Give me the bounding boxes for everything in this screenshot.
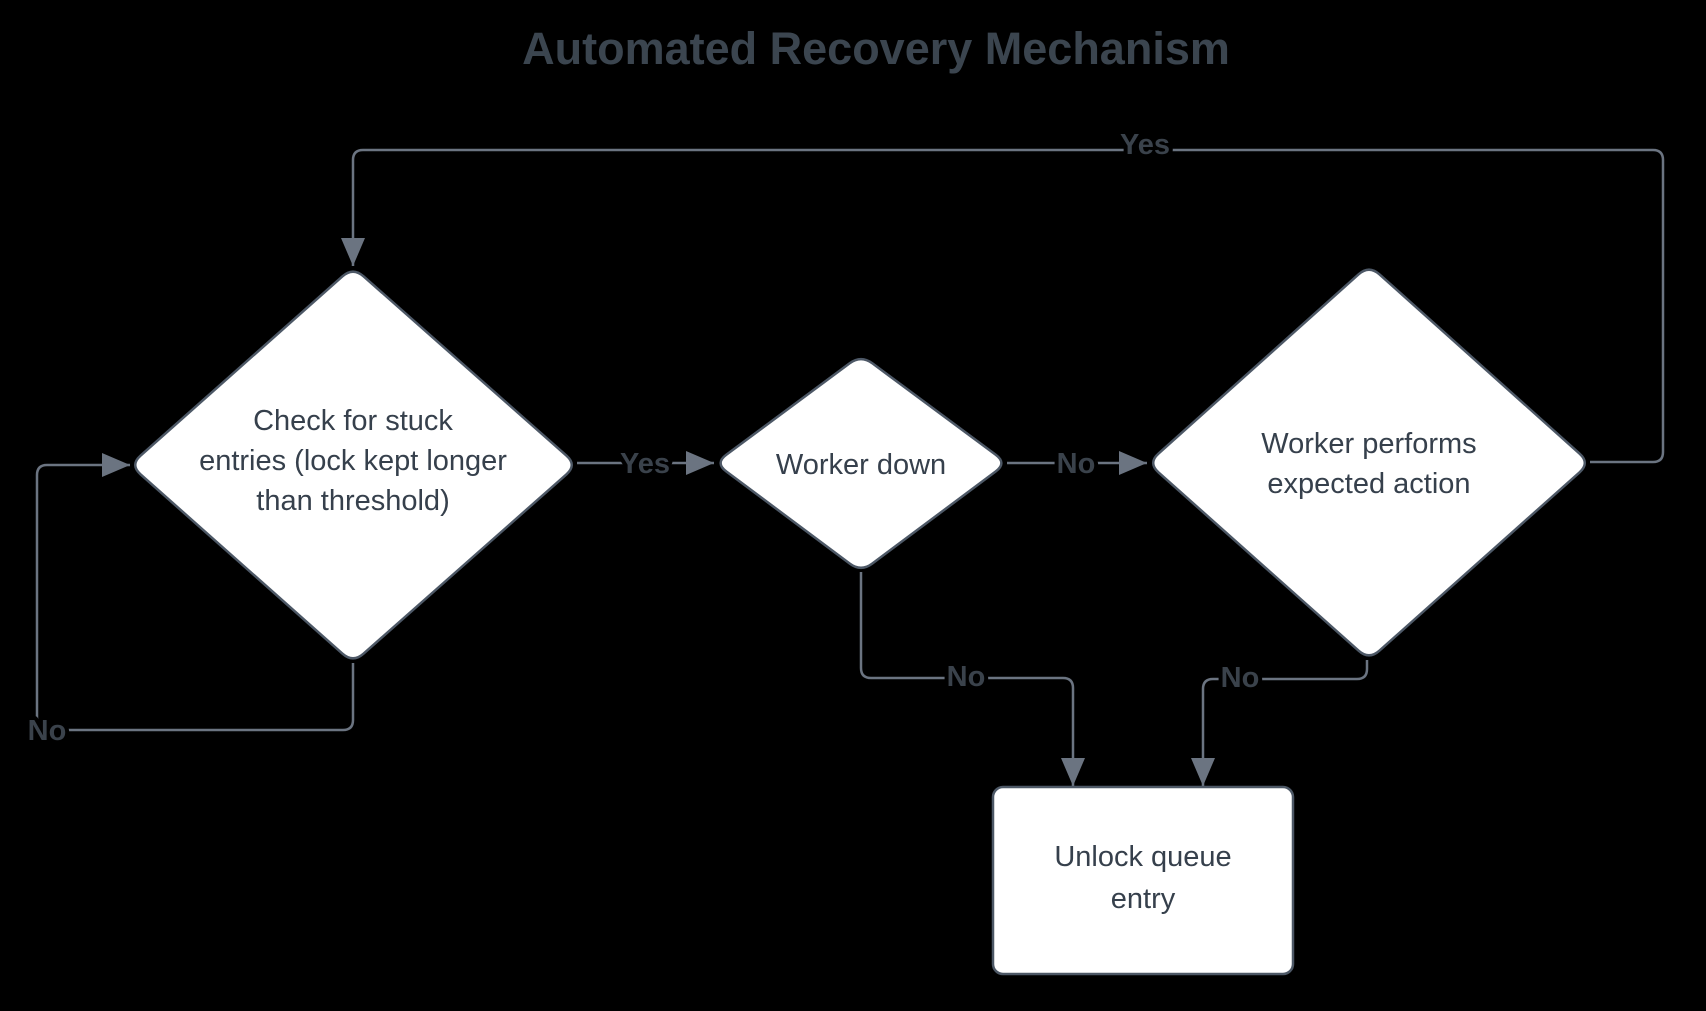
decision-worker-down-label: Worker down — [776, 449, 946, 481]
process-unlock-queue: Unlock queue entry — [991, 785, 1295, 976]
edge-label-worker-down-no-right: No — [1057, 448, 1096, 480]
edge-check-no-loop — [35, 453, 355, 732]
edge-worker-down-no-down-line — [859, 572, 1085, 786]
decision-check-stuck-label: Check for stuck — [253, 405, 453, 437]
decision-check-stuck-shape — [134, 270, 573, 660]
edge-label-check-no: No — [28, 715, 67, 747]
decision-worker-down: Worker down — [719, 357, 1003, 570]
edge-check-no-loop-line — [35, 453, 355, 732]
process-unlock-queue-label: entry — [1111, 883, 1176, 915]
decision-worker-performs-label: Worker performs — [1261, 428, 1476, 460]
edge-worker-performs-yes-line — [341, 148, 1665, 464]
decision-worker-performs-label: expected action — [1267, 468, 1470, 500]
edge-label-check-yes: Yes — [620, 448, 670, 480]
edge-label-worker-performs-yes: Yes — [1120, 129, 1170, 161]
decision-worker-performs: Worker performs expected action — [1151, 268, 1587, 657]
diagram-title: Automated Recovery Mechanism — [522, 23, 1230, 74]
edge-worker-performs-no — [1191, 660, 1369, 786]
edge-worker-performs-no-line — [1191, 660, 1369, 786]
decision-check-stuck: Check for stuck entries (lock kept longe… — [134, 270, 573, 660]
decision-check-stuck-label: entries (lock kept longer — [199, 445, 507, 477]
process-unlock-queue-shape — [991, 785, 1295, 976]
process-unlock-queue-label: Unlock queue — [1054, 841, 1231, 873]
decision-worker-performs-shape — [1151, 268, 1587, 657]
edge-label-worker-down-no-down: No — [947, 661, 986, 693]
decision-check-stuck-label: than threshold) — [256, 485, 449, 517]
decision-worker-down-shape — [719, 357, 1003, 570]
edge-label-worker-performs-no: No — [1221, 662, 1260, 694]
edge-worker-performs-yes — [341, 148, 1665, 464]
edge-worker-down-no-down — [859, 572, 1085, 786]
